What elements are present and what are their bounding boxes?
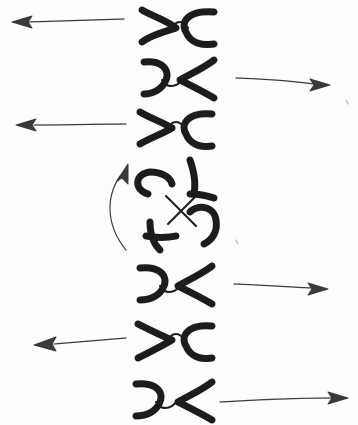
glyph-row-5 [140,266,328,304]
bracket-left-glyph [138,324,172,358]
stray-mark [346,100,348,104]
arrow-left-icon [28,19,124,22]
glyph-row-2 [144,60,330,98]
rotated-bracket-top-right [190,160,214,198]
bracket-right-glyph [184,114,212,147]
glyph-row-3 [16,112,212,147]
arrow-left-icon [54,338,126,344]
glyph-row-4 [110,160,216,250]
bracket-left-glyph [178,266,212,304]
bracket-left-glyph [178,382,212,420]
glyph-row-6 [34,324,212,359]
bracket-right-glyph [184,326,212,359]
arrow-right-icon [236,78,314,84]
arrow-right-icon [234,284,312,288]
bracket-right-glyph [140,268,165,300]
arrow-left-head [16,119,36,131]
bracket-left-glyph [142,10,176,42]
arrow-right-icon [220,398,332,402]
rotated-bracket-bottom-left [146,222,176,250]
bracket-left-glyph [180,60,214,98]
arrow-left-head [34,337,56,351]
curved-arrow-icon [110,176,126,250]
rotated-bracket-top-left [138,172,172,194]
curved-arrow-head [116,164,128,184]
arrow-right-head [310,79,330,91]
arrow-right-head [308,283,328,295]
stray-mark [236,240,238,244]
glyph-row-7 [136,382,348,420]
bracket-right-glyph [144,62,167,94]
bracket-right-glyph [136,384,161,416]
arrow-left-icon [34,124,126,125]
glyph-row-1 [12,10,214,45]
rotated-bracket-bottom-right [190,207,216,244]
